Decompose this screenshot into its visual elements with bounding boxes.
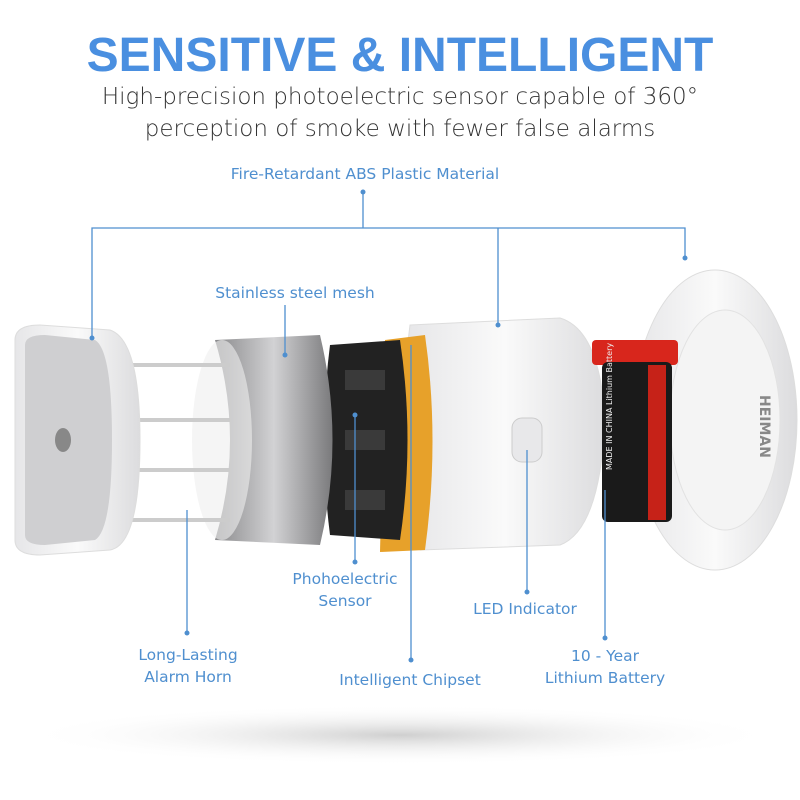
callout-dots [89, 189, 688, 663]
subtitle-line-2: perception of smoke with fewer false ala… [144, 116, 656, 142]
brand-logo: HEIMAN [756, 395, 772, 458]
callout-mesh: Stainless steel mesh [215, 284, 375, 302]
callout-horn: Long-Lasting Alarm Horn [113, 644, 263, 688]
callout-chipset: Intelligent Chipset [339, 671, 481, 689]
callout-sensor-line1: Phohoelectric [292, 570, 398, 588]
subtitle-line-1: High-precision photoelectric sensor capa… [101, 84, 699, 110]
callout-material: Fire-Retardant ABS Plastic Material [230, 165, 500, 183]
callout-led: LED Indicator [473, 600, 577, 618]
callout-sensor: Phohoelectric Sensor [270, 568, 420, 612]
headline: SENSITIVE & INTELLIGENT [86, 29, 714, 82]
alarm-horn-hole [55, 428, 71, 452]
callout-horn-line1: Long-Lasting [138, 646, 238, 664]
floor-shadow [20, 705, 780, 765]
main-housing [403, 317, 606, 551]
horn-rods [130, 363, 230, 522]
battery-print: MADE IN CHINA Lithium Battery [605, 343, 614, 470]
callout-horn-line2: Alarm Horn [144, 668, 232, 686]
callout-battery-line1: 10 - Year [571, 647, 639, 665]
battery-cap [592, 340, 678, 365]
callout-battery-line2: Lithium Battery [544, 669, 666, 687]
callout-sensor-line2: Sensor [318, 592, 372, 610]
callout-lines [91, 190, 686, 660]
callout-battery: 10 - Year Lithium Battery [530, 645, 680, 689]
